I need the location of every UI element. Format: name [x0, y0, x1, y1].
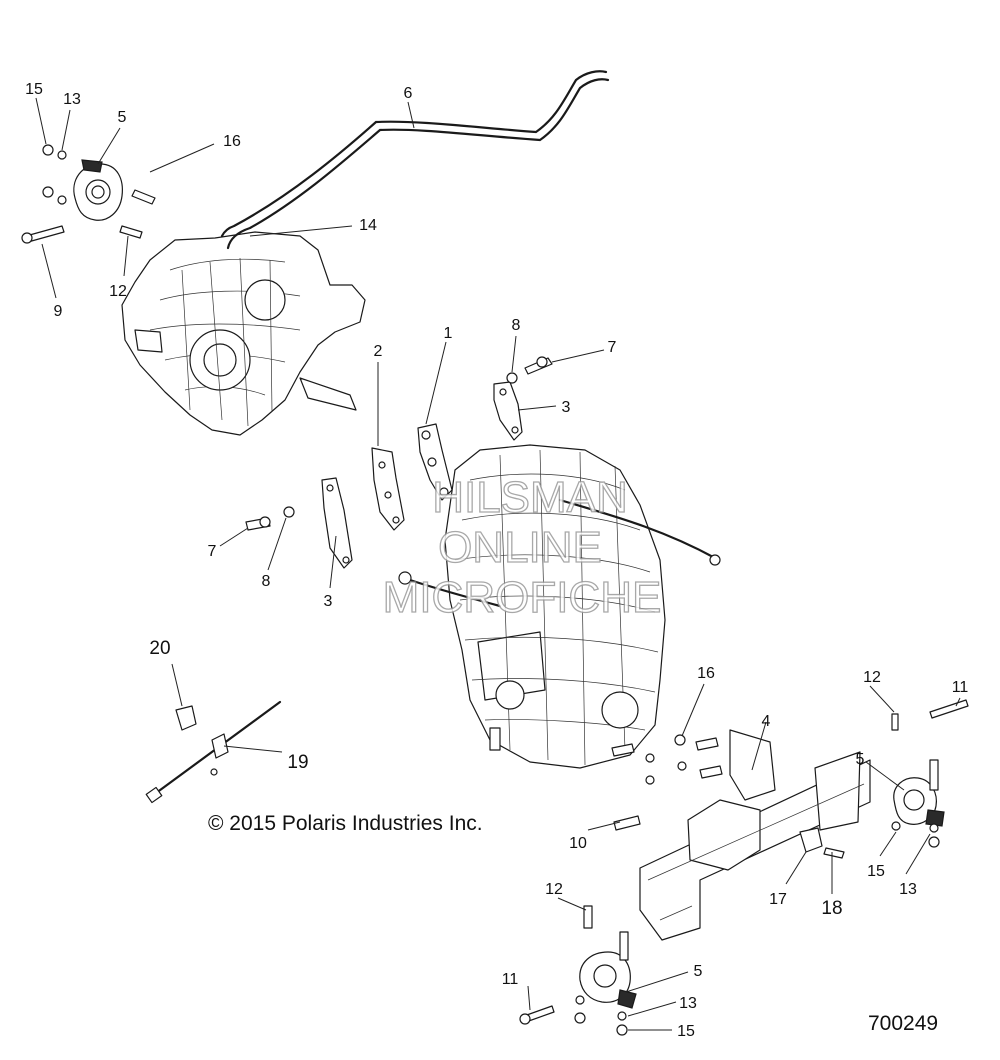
- engine-assembly: [398, 444, 721, 769]
- upper-left-engine-mount: [73, 159, 123, 221]
- callout-13: 13: [679, 995, 697, 1012]
- callout-16: 16: [223, 133, 241, 150]
- bracket-fasteners: [611, 734, 845, 859]
- vent-tube: [220, 70, 610, 250]
- callout-11: 11: [952, 679, 969, 696]
- bracket-3-lower: [321, 477, 353, 569]
- watermark-line-3: MICROFICHE: [383, 573, 662, 622]
- callout-12: 12: [109, 283, 127, 300]
- watermark-line-2: ONLINE: [438, 523, 602, 572]
- callout-7: 7: [208, 543, 217, 560]
- leader-lines: [35, 97, 961, 1031]
- callout-1: 1: [444, 325, 453, 342]
- diagram-reference-number: 700249: [868, 1012, 938, 1035]
- watermark-line-1: HILSMAN: [432, 473, 628, 522]
- callout-6: 6: [404, 85, 413, 102]
- bolts-7-8: [245, 356, 553, 531]
- callout-16: 16: [697, 665, 715, 682]
- callout-13: 13: [899, 881, 917, 898]
- callout-3: 3: [324, 593, 333, 610]
- callout-4: 4: [762, 713, 771, 730]
- transmission-assembly: [121, 231, 366, 436]
- bottom-engine-mount: [519, 905, 637, 1036]
- callout-9: 9: [54, 303, 63, 320]
- mount-bracket-4: [639, 729, 871, 941]
- callout-3: 3: [562, 399, 571, 416]
- callout-14: 14: [359, 217, 377, 234]
- callout-15: 15: [25, 81, 43, 98]
- callout-5: 5: [118, 109, 127, 126]
- callout-5: 5: [856, 751, 865, 768]
- callout-5: 5: [694, 963, 703, 980]
- bracket-2: [371, 447, 405, 531]
- callout-18: 18: [821, 898, 842, 919]
- callout-20: 20: [149, 638, 170, 659]
- callout-8: 8: [512, 317, 521, 334]
- callout-7: 7: [608, 339, 617, 356]
- callout-13: 13: [63, 91, 81, 108]
- callout-11: 11: [502, 971, 519, 988]
- clamp-and-rod: [145, 700, 282, 804]
- callout-19: 19: [287, 752, 308, 773]
- callout-15: 15: [867, 863, 885, 880]
- bracket-3-upper: [493, 381, 523, 441]
- bracket-1: [417, 423, 453, 501]
- watermark: HILSMAN ONLINE MICROFICHE: [382, 472, 662, 622]
- copyright-notice: © 2015 Polaris Industries Inc.: [208, 812, 483, 835]
- callout-12: 12: [863, 669, 881, 686]
- callout-8: 8: [262, 573, 271, 590]
- callout-12: 12: [545, 881, 563, 898]
- callout-15: 15: [677, 1023, 695, 1040]
- callout-10: 10: [569, 835, 587, 852]
- upper-left-fasteners: [21, 144, 156, 244]
- callout-17: 17: [769, 891, 787, 908]
- callout-labels: 15 13 5 16 6 14 12 9 1 2 8 7 3 7 8 3 20 …: [25, 81, 968, 1040]
- callout-2: 2: [374, 343, 383, 360]
- right-engine-mount: [891, 699, 969, 848]
